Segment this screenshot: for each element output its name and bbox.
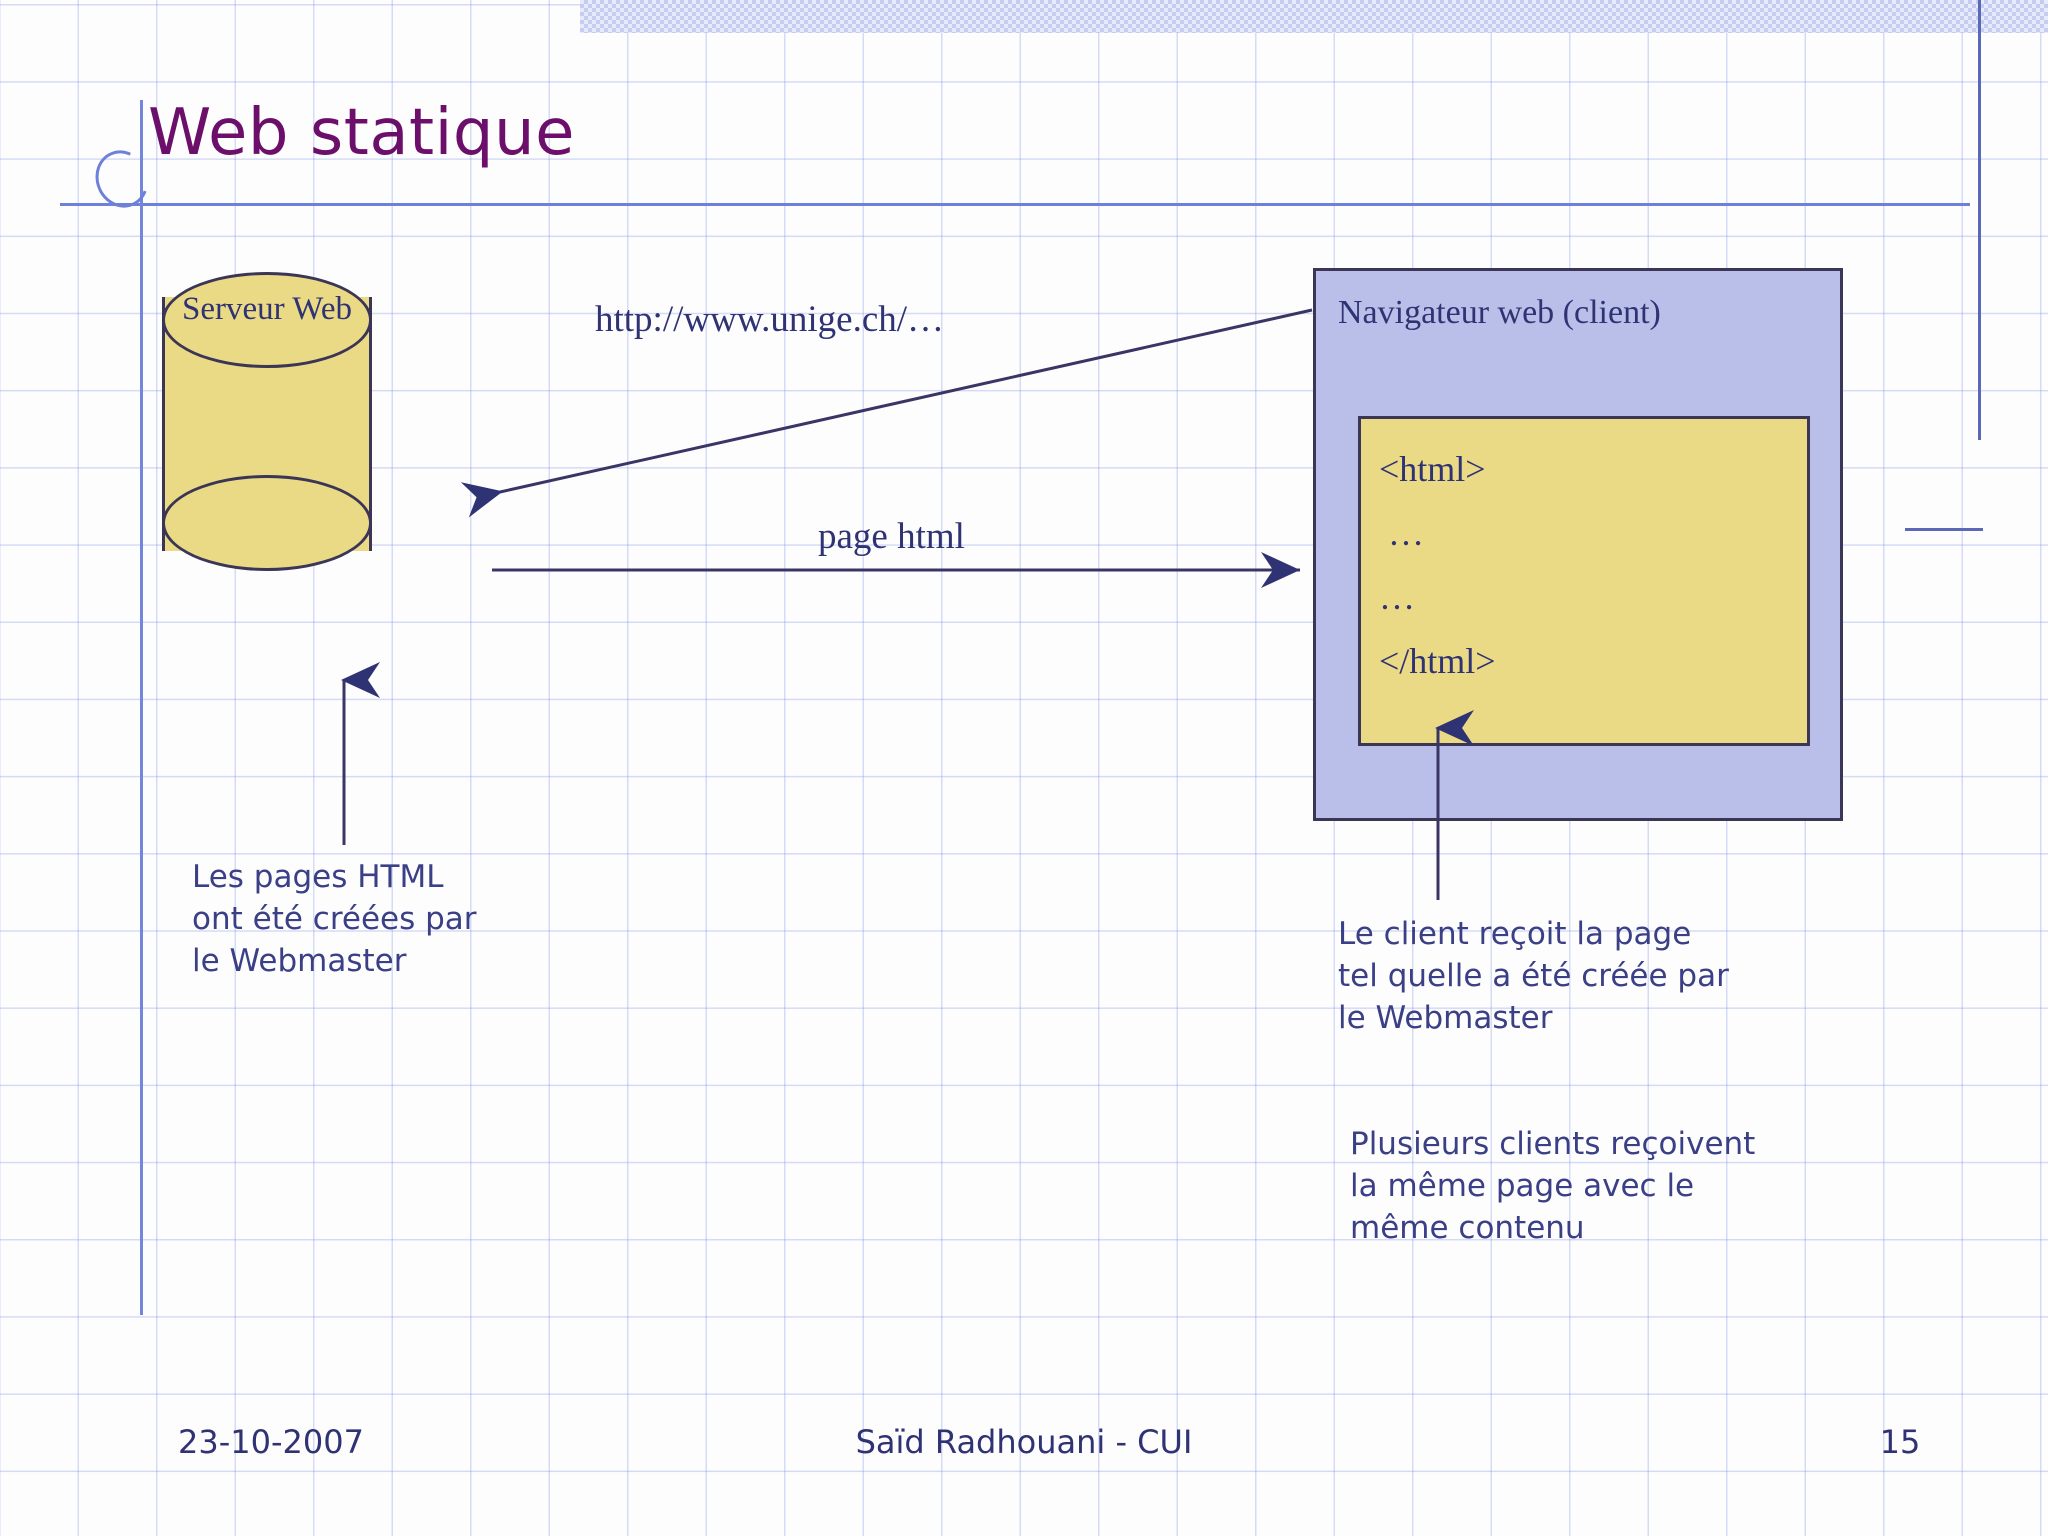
cylinder-bottom-ellipse	[162, 475, 372, 571]
browser-title-label: Navigateur web (client)	[1338, 294, 1661, 331]
title-underline-rule	[60, 203, 1970, 206]
request-url-label: http://www.unige.ch/…	[595, 299, 945, 340]
client-annotation-one: Le client reçoit la page tel quelle a ét…	[1338, 916, 1729, 1036]
footer-author: Saïd Radhouani - CUI	[855, 1423, 1193, 1461]
client-annotation-two: Plusieurs clients reçoivent la même page…	[1350, 1126, 1756, 1246]
response-page-label: page html	[818, 516, 965, 557]
server-annotation: Les pages HTML ont été créées par le Web…	[192, 859, 477, 979]
footer-page-number: 15	[1879, 1423, 1921, 1461]
web-server-cylinder: Serveur Web	[162, 272, 374, 575]
page-title: Web statique	[148, 96, 575, 170]
footer-date: 23-10-2007	[178, 1423, 364, 1461]
cylinder-top-ellipse	[162, 272, 372, 368]
right-horizontal-tick	[1905, 528, 1983, 531]
right-vertical-rule	[1978, 0, 1981, 440]
browser-client-box: Navigateur web (client) <html> … … </htm…	[1313, 268, 1843, 821]
code-line: …	[1379, 577, 1415, 617]
code-line: <html>	[1379, 449, 1486, 489]
decorative-checkered-band	[580, 0, 2048, 33]
html-code-box: <html> … … </html>	[1358, 416, 1810, 746]
left-vertical-rule	[140, 100, 143, 1315]
code-line: </html>	[1379, 641, 1496, 681]
web-server-label: Serveur Web	[182, 291, 352, 327]
code-line: …	[1379, 513, 1424, 553]
